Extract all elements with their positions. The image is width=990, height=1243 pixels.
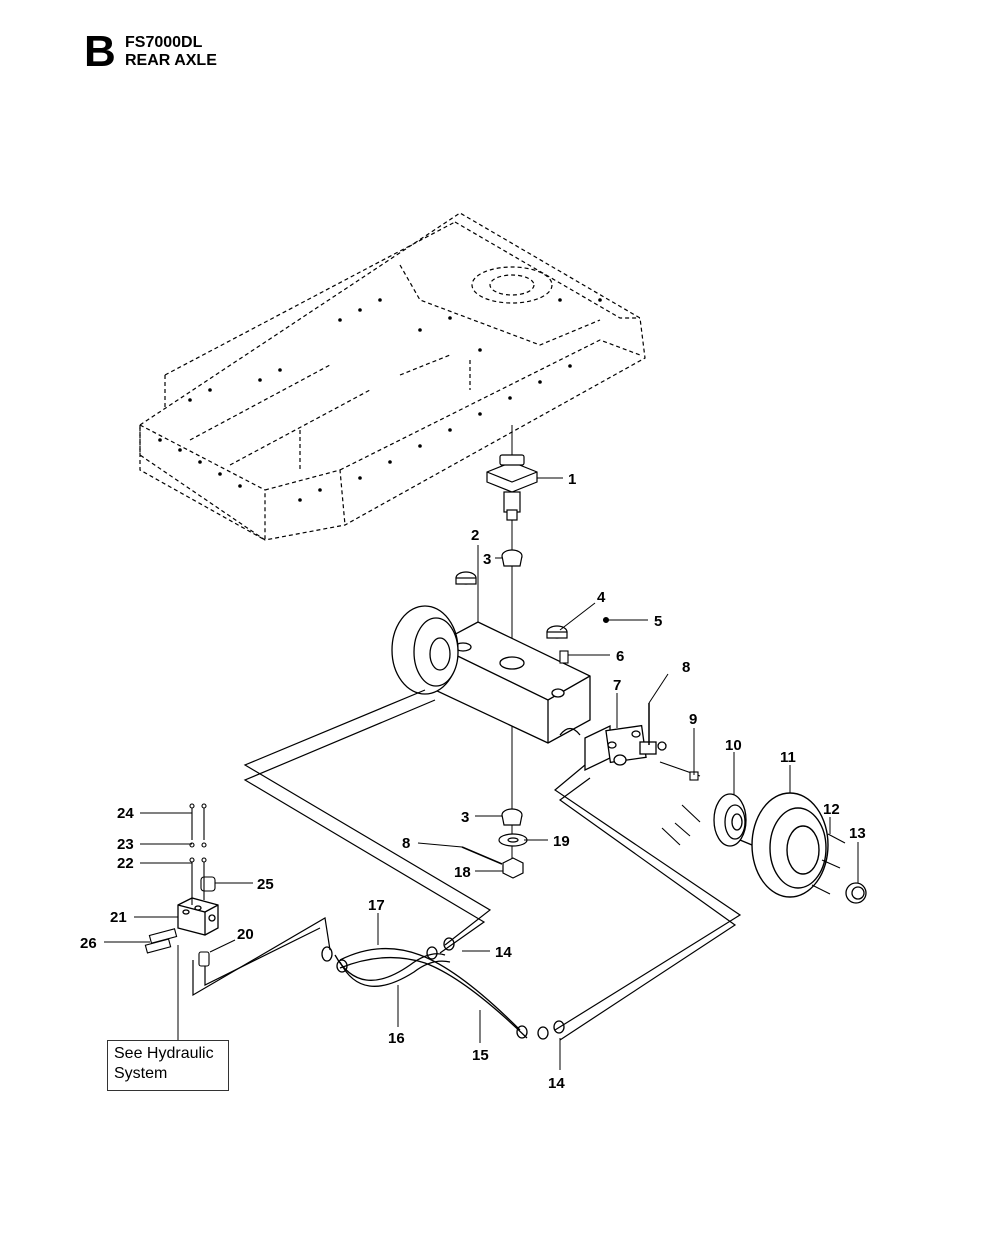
callout-13: 13 bbox=[849, 825, 866, 842]
callout-15: 15 bbox=[472, 1047, 489, 1064]
callout-17: 17 bbox=[368, 897, 385, 914]
pin-rods-part bbox=[461, 703, 650, 865]
callout-4: 4 bbox=[597, 589, 606, 606]
callout-26: 26 bbox=[80, 935, 97, 952]
valve-fittings-part bbox=[144, 803, 216, 967]
wheel-motor-part bbox=[584, 724, 667, 772]
callout-8-lower: 8 bbox=[402, 835, 410, 852]
wheel-hub-part bbox=[713, 793, 747, 847]
right-wheel-part bbox=[739, 792, 829, 898]
lower-pivot-parts bbox=[498, 808, 528, 879]
hydraulic-lines bbox=[192, 689, 742, 1041]
motor-bolts-part bbox=[659, 761, 701, 846]
callout-16: 16 bbox=[388, 1030, 405, 1047]
callout-22: 22 bbox=[117, 855, 134, 872]
callout-1: 1 bbox=[568, 471, 576, 488]
callout-5: 5 bbox=[654, 613, 662, 630]
callout-24: 24 bbox=[117, 805, 134, 822]
callout-3-upper: 3 bbox=[483, 551, 491, 568]
end-caps-part bbox=[455, 571, 568, 639]
chassis-holes bbox=[158, 298, 602, 502]
axle-beam-part bbox=[434, 621, 591, 744]
callout-25: 25 bbox=[257, 876, 274, 893]
callout-18: 18 bbox=[454, 864, 471, 881]
section-letter: B bbox=[84, 27, 116, 76]
wheel-studs-part bbox=[811, 833, 846, 895]
hoses-part bbox=[321, 937, 565, 1040]
leader-lines bbox=[104, 477, 859, 1070]
callout-11: 11 bbox=[780, 749, 796, 766]
callout-3-lower: 3 bbox=[461, 809, 469, 826]
chassis-frame bbox=[139, 212, 646, 542]
callout-8-upper: 8 bbox=[682, 659, 690, 676]
callout-2: 2 bbox=[471, 527, 479, 544]
note-line-2: System bbox=[114, 1065, 168, 1082]
hub-cap-part bbox=[845, 882, 867, 904]
callout-23: 23 bbox=[117, 836, 134, 853]
callout-19: 19 bbox=[553, 833, 570, 850]
callout-6: 6 bbox=[616, 648, 624, 665]
valve-block-part bbox=[177, 897, 219, 936]
callout-9: 9 bbox=[689, 711, 697, 728]
note-line-1: See Hydraulic bbox=[114, 1045, 214, 1062]
pivot-mount-part bbox=[486, 454, 538, 521]
callout-labels: 1 2 3 3 4 5 6 7 8 8 9 10 11 12 13 14 14 … bbox=[80, 471, 866, 1092]
callout-14-lower: 14 bbox=[548, 1075, 565, 1092]
callout-20: 20 bbox=[237, 926, 254, 943]
see-hydraulic-note: See Hydraulic System bbox=[107, 1040, 229, 1091]
left-wheel-part bbox=[391, 605, 459, 695]
diagram-subtitle: REAR AXLE bbox=[125, 52, 217, 69]
callout-14-upper: 14 bbox=[495, 944, 512, 961]
callout-10: 10 bbox=[725, 737, 742, 754]
callout-12: 12 bbox=[823, 801, 840, 818]
callout-7: 7 bbox=[613, 677, 621, 694]
model-name: FS7000DL bbox=[125, 34, 203, 51]
bushing-upper-part bbox=[501, 549, 523, 567]
callout-21: 21 bbox=[110, 909, 127, 926]
